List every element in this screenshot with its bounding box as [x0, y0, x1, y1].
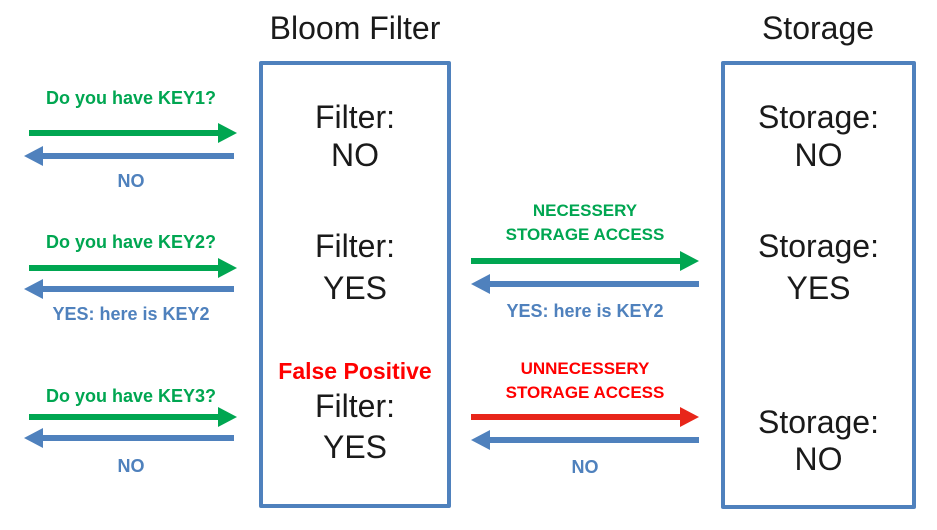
arrow-head	[471, 430, 490, 450]
unnecessary-access-caption-line2: STORAGE ACCESS	[505, 383, 665, 402]
arrow-head	[680, 251, 699, 271]
filter-result-value: NO	[331, 137, 379, 173]
arrow-head	[24, 146, 43, 166]
filter-result-value: YES	[322, 429, 388, 465]
storage-result-label: Storage:	[758, 99, 879, 135]
arrow-shaft	[29, 414, 218, 420]
unnecessary-access-caption-line1: UNNECESSERY	[520, 359, 650, 378]
key2-answer-label: YES: here is KEY2	[52, 304, 210, 324]
storage-result-value: NO	[794, 441, 843, 477]
arrow-shaft	[490, 437, 699, 443]
storage-no-answer-label: NO	[571, 457, 599, 477]
key2-query-arrow-icon	[29, 258, 237, 278]
arrow-head	[218, 407, 237, 427]
key3-query-arrow-icon	[29, 407, 237, 427]
arrow-shaft	[471, 414, 680, 420]
arrow-head	[218, 258, 237, 278]
storage-result-value: NO	[794, 137, 843, 173]
unnecessary-storage-access-arrow-icon	[471, 407, 699, 427]
bloom-filter-box	[259, 61, 451, 508]
filter-result-label: Filter:	[315, 99, 395, 135]
arrow-head	[680, 407, 699, 427]
arrow-head	[218, 123, 237, 143]
key3-response-arrow-icon	[24, 428, 234, 448]
filter-result-value: YES	[322, 270, 388, 306]
key1-question-label: Do you have KEY1?	[45, 88, 217, 108]
false-positive-note: False Positive	[278, 358, 432, 384]
arrow-shaft	[29, 130, 218, 136]
necessary-storage-access-arrow-icon	[471, 251, 699, 271]
arrow-shaft	[43, 153, 234, 159]
key1-query-arrow-icon	[29, 123, 237, 143]
storage-result-label: Storage:	[758, 404, 879, 440]
key3-answer-label: NO	[117, 456, 145, 476]
arrow-head	[24, 279, 43, 299]
storage-key2-answer-label: YES: here is KEY2	[506, 301, 664, 321]
storage-title: Storage	[761, 10, 875, 46]
storage-result-value: YES	[786, 270, 851, 306]
key1-response-arrow-icon	[24, 146, 234, 166]
key1-answer-label: NO	[117, 171, 145, 191]
storage-result-label: Storage:	[758, 228, 879, 264]
storage-box	[721, 61, 916, 509]
necessary-access-caption-line1: NECESSERY	[532, 201, 638, 220]
filter-result-label: Filter:	[315, 228, 395, 264]
key2-question-label: Do you have KEY2?	[45, 232, 217, 252]
necessary-access-caption-line2: STORAGE ACCESS	[505, 225, 665, 244]
storage-no-response-arrow-icon	[471, 430, 699, 450]
key2-response-arrow-icon	[24, 279, 234, 299]
arrow-shaft	[43, 435, 234, 441]
arrow-shaft	[43, 286, 234, 292]
bloom-filter-title: Bloom Filter	[269, 10, 441, 46]
storage-key2-response-arrow-icon	[471, 274, 699, 294]
filter-result-label: Filter:	[315, 388, 395, 424]
arrow-head	[471, 274, 490, 294]
arrow-shaft	[490, 281, 699, 287]
key3-question-label: Do you have KEY3?	[45, 386, 217, 406]
arrow-head	[24, 428, 43, 448]
arrow-shaft	[29, 265, 218, 271]
arrow-shaft	[471, 258, 680, 264]
